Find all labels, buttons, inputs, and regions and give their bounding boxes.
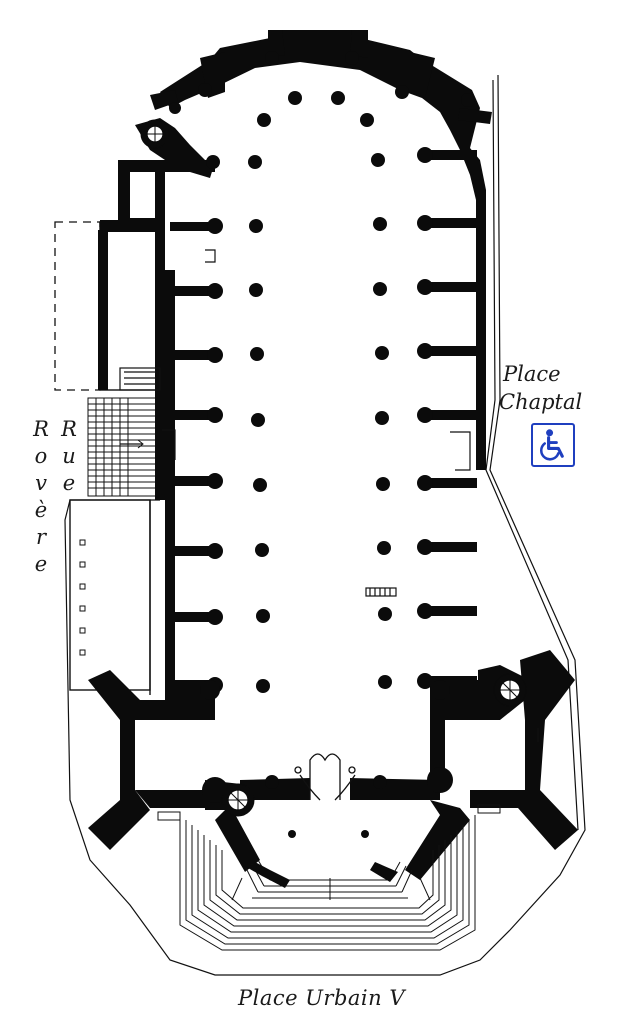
parvis-steps xyxy=(179,815,476,951)
interior-features xyxy=(119,249,471,597)
rovere-letter: e xyxy=(34,552,48,576)
rovere-letter: R xyxy=(33,417,49,441)
outer-site-boundary xyxy=(64,74,586,976)
side-chapel-walls-east xyxy=(425,150,477,686)
facade-towers xyxy=(200,680,453,803)
place-urbain-v-label: Place Urbain V xyxy=(238,986,406,1010)
doorway-marks xyxy=(157,728,539,821)
rue-letter: u xyxy=(62,444,76,468)
nave-columns xyxy=(248,91,392,838)
rue-label: R u e xyxy=(58,416,80,497)
rovere-label: R o v è r e xyxy=(30,416,52,578)
place-chaptal-label-line2: Chaptal xyxy=(499,390,583,414)
wheelchair-icon xyxy=(531,423,575,467)
west-entrance-steps xyxy=(87,397,157,497)
west-facade-walls xyxy=(88,650,578,880)
rovere-letter: è xyxy=(34,498,48,522)
place-chaptal-label-line1: Place xyxy=(503,362,561,386)
rovere-letter: v xyxy=(35,471,47,495)
apse-buttresses xyxy=(150,30,492,124)
steps-dark-wedges xyxy=(248,862,398,888)
wall-pier-heads xyxy=(169,51,475,693)
annex-dashed-outline xyxy=(54,221,101,391)
spiral-stair-southwest xyxy=(221,783,255,817)
rovere-letter: r xyxy=(35,525,47,549)
spiral-stair-southeast xyxy=(493,673,527,707)
annex-window-marks xyxy=(79,539,86,656)
spiral-stair-north xyxy=(140,119,170,149)
rovere-letter: o xyxy=(34,444,48,468)
rue-letter: e xyxy=(62,471,76,495)
rue-letter: R xyxy=(61,417,77,441)
main-portal xyxy=(294,753,356,801)
side-chapel-walls-west xyxy=(170,222,215,690)
